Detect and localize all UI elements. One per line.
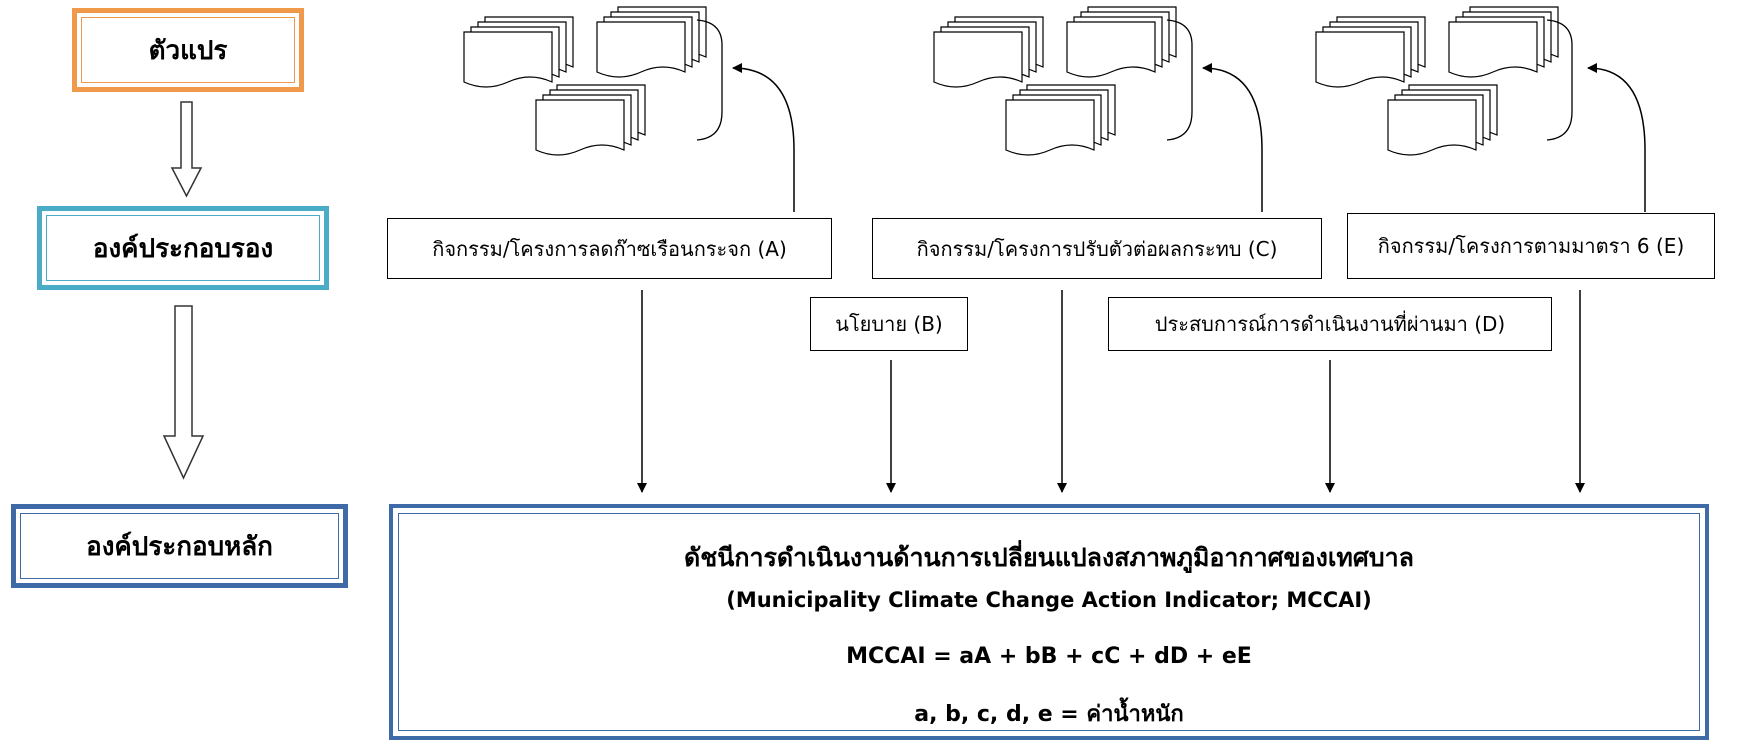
document-stack-icon <box>1315 16 1426 88</box>
level-label-variable: ตัวแปร <box>148 35 228 66</box>
item-label-a: กิจกรรม/โครงการลดก๊าซเรือนกระจก (A) <box>432 236 787 261</box>
main-index-subtitle: (Municipality Climate Change Action Indi… <box>726 588 1372 612</box>
document-stack-icon <box>463 16 574 88</box>
level-box-sub-component: องค์ประกอบรอง <box>37 206 329 290</box>
item-label-b: นโยบาย (B) <box>835 312 943 336</box>
level-label-sub-component: องค์ประกอบรอง <box>92 233 274 264</box>
item-box-c: กิจกรรม/โครงการปรับตัวต่อผลกระทบ (C) <box>872 218 1322 279</box>
right-brace <box>1546 19 1573 141</box>
curved-arrow <box>732 63 795 212</box>
curved-arrow <box>1202 63 1263 212</box>
document-stack-icon <box>1066 6 1177 78</box>
document-stack-icon <box>1448 6 1559 78</box>
curved-arrow <box>1587 63 1646 212</box>
main-index-weights: a, b, c, d, e = ค่าน้ำหนัก <box>914 702 1184 727</box>
level-box-variable: ตัวแปร <box>72 8 304 92</box>
item-box-e: กิจกรรม/โครงการตามมาตรา 6 (E) <box>1347 213 1715 279</box>
document-stack-icon <box>596 6 707 78</box>
main-index-box: ดัชนีการดำเนินงานด้านการเปลี่ยนแปลงสภาพภ… <box>389 504 1709 740</box>
item-box-b: นโยบาย (B) <box>810 297 968 351</box>
hollow-down-arrow-icon <box>162 305 205 480</box>
document-stack-icon <box>535 84 646 156</box>
item-label-c: กิจกรรม/โครงการปรับตัวต่อผลกระทบ (C) <box>916 236 1278 261</box>
level-box-main-component: องค์ประกอบหลัก <box>11 504 348 588</box>
main-index-title: ดัชนีการดำเนินงานด้านการเปลี่ยนแปลงสภาพภ… <box>684 543 1414 572</box>
main-index-formula: MCCAI = aA + bB + cC + dD + eE <box>846 644 1252 669</box>
hollow-down-arrow-icon <box>170 101 203 198</box>
item-label-d: ประสบการณ์การดำเนินงานที่ผ่านมา (D) <box>1154 312 1506 336</box>
document-stack-icon <box>1387 84 1498 156</box>
level-label-main-component: องค์ประกอบหลัก <box>86 531 273 562</box>
item-box-a: กิจกรรม/โครงการลดก๊าซเรือนกระจก (A) <box>387 218 832 279</box>
item-label-e: กิจกรรม/โครงการตามมาตรา 6 (E) <box>1377 234 1685 258</box>
right-brace <box>696 19 723 141</box>
right-brace <box>1166 19 1193 141</box>
document-stack-icon <box>1005 84 1116 156</box>
item-box-d: ประสบการณ์การดำเนินงานที่ผ่านมา (D) <box>1108 297 1552 351</box>
document-stack-icon <box>933 16 1044 88</box>
